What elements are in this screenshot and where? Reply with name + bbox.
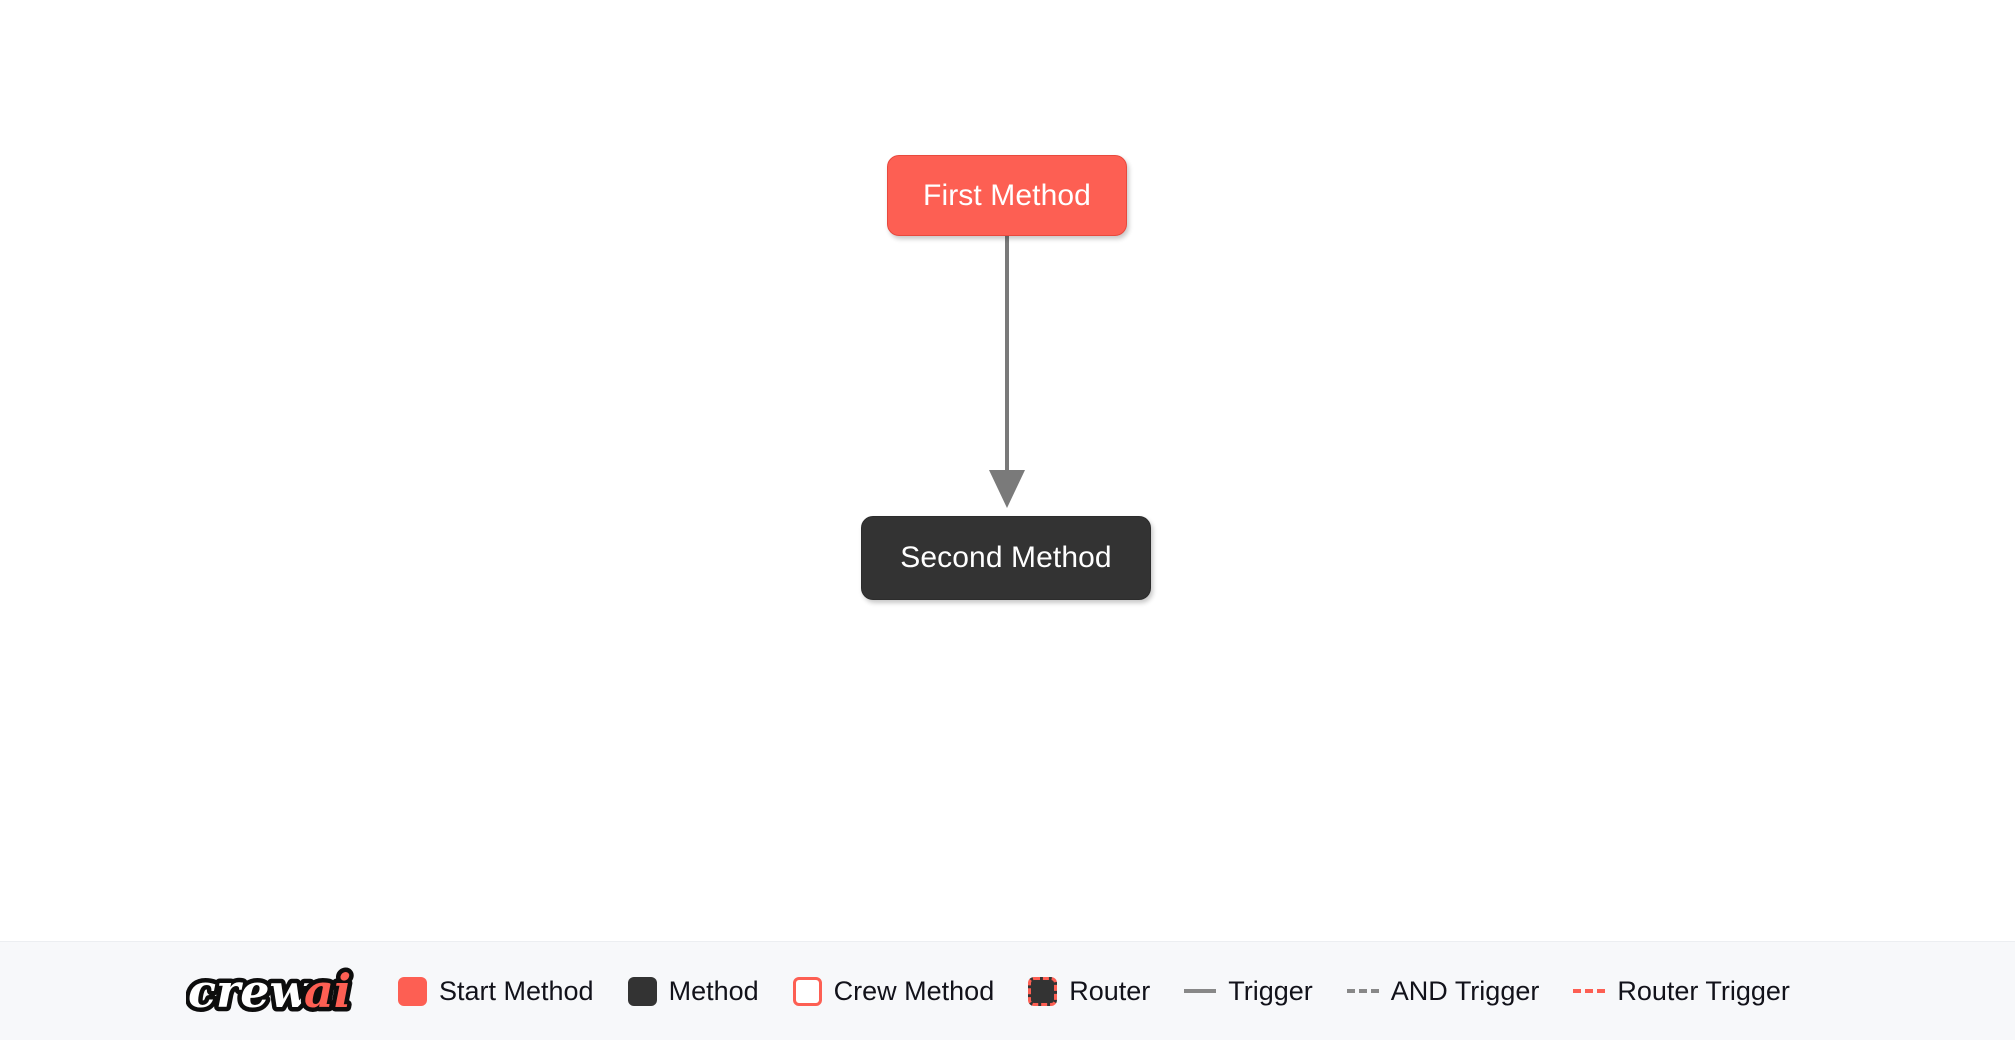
edge-first-to-second (989, 236, 1025, 508)
legend-label-router-trigger: Router Trigger (1617, 975, 1790, 1006)
crewai-logo-mark: crew crew ai ai (186, 960, 356, 1022)
flow-node-label: First Method (923, 178, 1091, 212)
legend-label-trigger: Trigger (1228, 975, 1313, 1006)
logo-text-ai: ai (304, 964, 351, 1018)
router-trigger-line-icon (1573, 989, 1606, 993)
legend-label-and-trigger: AND Trigger (1390, 975, 1540, 1006)
method-swatch-icon (627, 976, 657, 1006)
logo-text-crew: crew (188, 964, 311, 1018)
legend-bar: crew crew ai ai Start Method Method Crew… (0, 941, 2015, 1040)
legend-label-crew-method: Crew Method (833, 975, 995, 1006)
legend-item-router-trigger: Router Trigger (1573, 975, 1790, 1006)
crewai-logo: crew crew ai ai (186, 960, 364, 1022)
start-method-swatch-icon (398, 976, 427, 1006)
and-trigger-line-icon (1346, 989, 1379, 993)
trigger-line-icon (1184, 989, 1217, 993)
legend-item-trigger: Trigger (1184, 975, 1313, 1006)
legend-items: Start Method Method Crew Method Router T… (398, 975, 1790, 1006)
flow-canvas[interactable]: First Method Second Method (0, 0, 2015, 941)
legend-label-start-method: Start Method (439, 975, 594, 1006)
crew-method-swatch-icon (792, 976, 822, 1006)
edge-arrowhead (989, 470, 1025, 508)
legend-label-router: Router (1069, 975, 1151, 1006)
flow-node-second-method[interactable]: Second Method (861, 516, 1151, 600)
legend-item-and-trigger: AND Trigger (1346, 975, 1540, 1006)
logo-outline-ai: ai (304, 964, 351, 1018)
legend-item-router: Router (1028, 975, 1151, 1006)
legend-item-start-method: Start Method (398, 975, 594, 1006)
legend-item-crew-method: Crew Method (792, 975, 995, 1006)
legend-item-method: Method (627, 975, 759, 1006)
router-swatch-icon (1028, 976, 1058, 1006)
edge-layer (989, 236, 1025, 508)
legend-label-method: Method (668, 975, 759, 1006)
flow-node-label: Second Method (900, 541, 1112, 574)
logo-outline-crew: crew (188, 964, 311, 1018)
flow-node-first-method[interactable]: First Method (887, 155, 1127, 236)
